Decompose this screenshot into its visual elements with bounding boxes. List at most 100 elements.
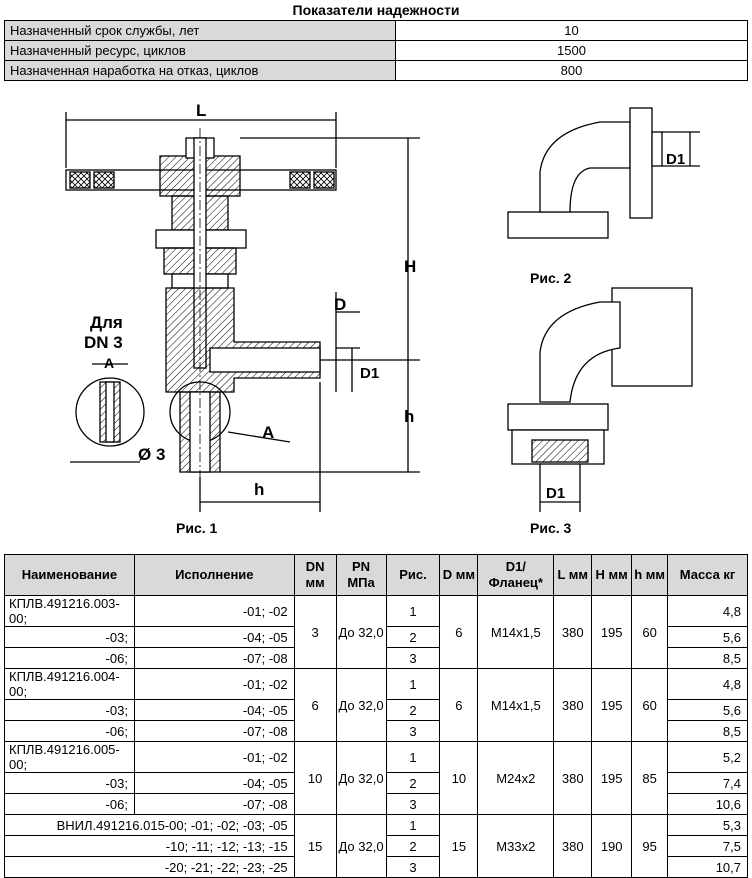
cell-name: -06; [4,647,135,669]
cell-h: 95 [631,814,669,878]
cell-fig: 2 [385,699,441,721]
cell-pn: До 32,0 [335,814,387,878]
cell-dn: 10 [293,741,337,815]
col-mass: Масса кг [667,554,748,596]
fig3-flange-right [611,287,693,387]
cell-pn: До 32,0 [335,668,387,742]
cell-mass: 5,3 [667,814,748,836]
cell-mass: 8,5 [667,647,748,669]
col-d: D мм [439,554,479,596]
fig3-caption: Рис. 3 [530,520,572,536]
cell-l: 380 [553,595,593,669]
cell-d1: М14х1,5 [477,595,555,669]
cell-mass: 4,8 [667,595,748,627]
section-A-label: A [262,423,274,442]
cell-mass: 7,4 [667,772,748,794]
cell-name: КПЛВ.491216.005-00; [4,741,135,773]
cell-dn: 6 [293,668,337,742]
technical-drawing: L H h D D1 h A Для DN 3 А Ø 3 D1 D1 [65,101,700,512]
col-h: h мм [631,554,669,596]
col-l: L мм [553,554,593,596]
cell-variant: -07; -08 [133,793,295,815]
table-row: Назначенная наработка на отказ, циклов 8… [4,60,748,81]
col-pn: PN МПа [335,554,387,596]
table-row: Назначенный ресурс, циклов 1500 [4,40,748,61]
cell-d: 6 [439,668,479,742]
cell-fig: 2 [385,626,441,648]
cell-variant: -01; -02 [133,595,295,627]
cell-d: 6 [439,595,479,669]
cell-d: 10 [439,741,479,815]
cell-fig: 1 [385,595,441,627]
dim-L-label: L [196,101,206,120]
reliability-title: Показатели надежности [292,2,460,18]
fig2-caption: Рис. 2 [530,270,572,286]
dim-D-label: D [334,295,346,314]
reliability-label: Назначенная наработка на отказ, циклов [4,60,396,81]
spec-table: Наименование Исполнение DN мм PN МПа Рис… [4,554,748,878]
reliability-label: Назначенный ресурс, циклов [4,40,396,61]
col-variant: Исполнение [133,554,295,596]
dim-h-label: h [404,407,414,426]
cell-fig: 3 [385,647,441,669]
cell-fig: 3 [385,793,441,815]
cell-pn: До 32,0 [335,595,387,669]
cell-dn: 15 [293,814,337,878]
cell-fig: 1 [385,814,441,836]
fig2-flange [507,211,609,239]
cell-d1: М33х2 [477,814,555,878]
cell-variant: -04; -05 [133,699,295,721]
cell-mass: 8,5 [667,720,748,742]
cell-variant: -07; -08 [133,720,295,742]
cell-fig: 2 [385,835,441,857]
cell-l: 380 [553,814,593,878]
reliability-value: 10 [395,20,748,41]
fig1-caption: Рис. 1 [176,520,218,536]
cell-name: ВНИЛ.491216.015-00; -01; -02; -03; -05 [4,814,295,836]
cell-h: 85 [631,741,669,815]
cell-mass: 10,7 [667,856,748,878]
col-d1: D1/ Фланец* [477,554,555,596]
cell-H: 190 [591,814,633,878]
dim-h-bottom-label: h [254,480,264,499]
table-row: Назначенный срок службы, лет 10 [4,20,748,41]
reliability-value: 1500 [395,40,748,61]
col-H: H мм [591,554,633,596]
reliability-value: 800 [395,60,748,81]
cell-name: КПЛВ.491216.003-00; [4,595,135,627]
fig3-D1-label: D1 [546,485,565,502]
diameter-3-label: Ø 3 [138,445,165,464]
col-fig: Рис. [385,554,441,596]
cell-H: 195 [591,668,633,742]
cell-variant: -07; -08 [133,647,295,669]
cell-mass: 5,6 [667,626,748,648]
cell-l: 380 [553,668,593,742]
cell-variant: -01; -02 [133,668,295,700]
cell-variant: -01; -02 [133,741,295,773]
dim-H-label: H [404,257,416,276]
dim-D1-label: D1 [360,365,379,382]
cell-mass: 7,5 [667,835,748,857]
cell-d1: М14х1,5 [477,668,555,742]
cell-fig: 3 [385,856,441,878]
cell-name: -03; [4,772,135,794]
detail-dn3-label: DN 3 [84,333,123,352]
cell-d1: М24х2 [477,741,555,815]
table-row: -06;-07; -08 3 8,5 [4,647,748,669]
cell-name: -03; [4,626,135,648]
col-dn: DN мм [293,554,337,596]
detail-A-label: А [104,355,114,371]
cell-name: КПЛВ.491216.004-00; [4,668,135,700]
cell-l: 380 [553,741,593,815]
cell-variant: -04; -05 [133,772,295,794]
cell-mass: 10,6 [667,793,748,815]
cell-fig: 1 [385,741,441,773]
cell-mass: 4,8 [667,668,748,700]
cell-mass: 5,6 [667,699,748,721]
detail-for-label: Для [90,313,123,332]
